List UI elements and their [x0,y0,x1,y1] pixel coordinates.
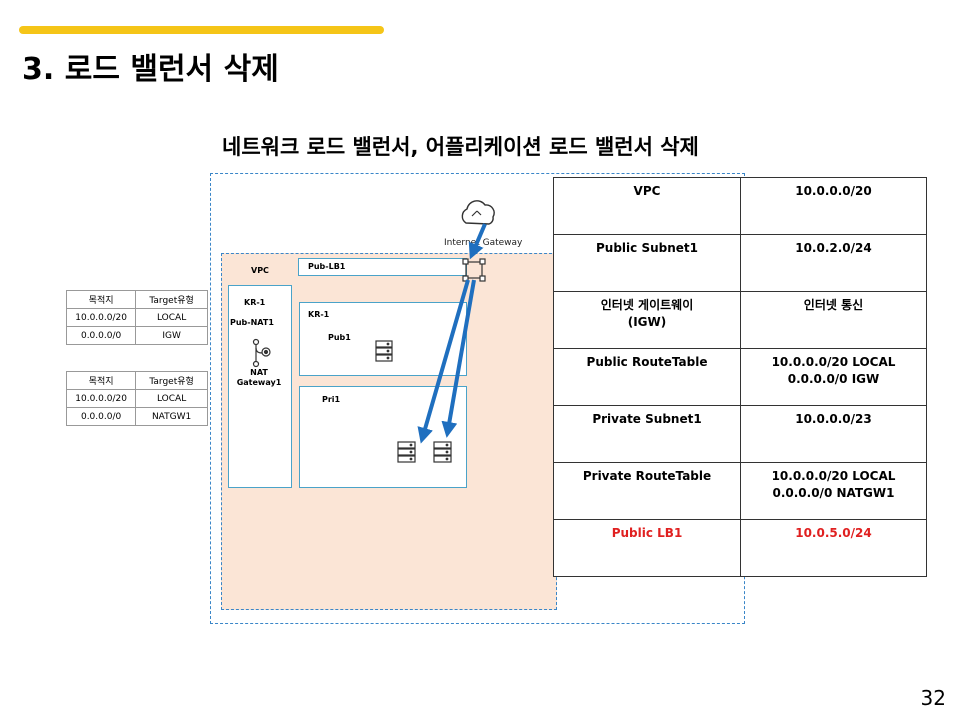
table-cell: 0.0.0.0/0 [65,407,137,426]
pub1-subnet-region-label: KR-1 [308,310,330,319]
table-row: 10.0.0.0/20 LOCAL [65,308,208,327]
page-number: 32 [920,686,946,710]
table-cell: 10.0.0.0/20 [65,389,137,408]
table-header-row: 목적지 Target유형 [65,371,208,390]
table-header-cell: 목적지 [65,290,137,309]
nat-subnet-name-label: Pub-NAT1 [230,318,274,327]
title-accent-bar [19,26,384,34]
table-cell: IGW [135,326,208,345]
vpc-label: VPC [251,266,269,275]
info-value-cell: 10.0.2.0/24 [740,234,927,292]
info-value-cell: 10.0.5.0/24 [740,519,927,577]
internet-gateway-label: Internet Gateway [444,238,523,248]
table-row: 0.0.0.0/0 NATGW1 [65,407,208,426]
nat-subnet-region-label: KR-1 [244,298,266,307]
info-key-cell: VPC [553,177,741,235]
table-row: 0.0.0.0/0 IGW [65,326,208,345]
nat-gateway-label: NAT Gateway1 [236,368,282,387]
nat-subnet-box [228,285,292,488]
public-route-table: 목적지 Target유형 10.0.0.0/20 LOCAL 0.0.0.0/0… [65,290,208,345]
table-cell: LOCAL [135,389,208,408]
table-row: 인터넷 게이트웨이 (IGW)인터넷 통신 [553,291,927,349]
info-value-cell: 10.0.0.0/23 [740,405,927,463]
info-key-cell: 인터넷 게이트웨이 (IGW) [553,291,741,349]
info-value-cell: 10.0.0.0/20 LOCAL 0.0.0.0/0 IGW [740,348,927,406]
table-cell: NATGW1 [135,407,208,426]
table-cell: 10.0.0.0/20 [65,308,137,327]
info-value-cell: 10.0.0.0/20 LOCAL 0.0.0.0/0 NATGW1 [740,462,927,520]
igw-label-background [433,236,555,252]
table-cell: 0.0.0.0/0 [65,326,137,345]
load-balancer-label: Pub-LB1 [308,262,346,271]
info-value-cell: 인터넷 통신 [740,291,927,349]
slide-subtitle: 네트워크 로드 밸런서, 어플리케이션 로드 밸런서 삭제 [222,135,699,159]
pub1-subnet-name-label: Pub1 [328,333,351,342]
info-key-cell: Public RouteTable [553,348,741,406]
table-header-cell: Target유형 [135,371,208,390]
table-cell: LOCAL [135,308,208,327]
info-key-cell: Public Subnet1 [553,234,741,292]
table-header-cell: 목적지 [65,371,137,390]
slide-title: 3. 로드 밸런서 삭제 [22,52,279,87]
table-row: 10.0.0.0/20 LOCAL [65,389,208,408]
table-header-row: 목적지 Target유형 [65,290,208,309]
info-key-cell: Public LB1 [553,519,741,577]
private-route-table: 목적지 Target유형 10.0.0.0/20 LOCAL 0.0.0.0/0… [65,371,208,426]
info-value-cell: 10.0.0.0/20 [740,177,927,235]
table-header-cell: Target유형 [135,290,208,309]
info-key-cell: Private Subnet1 [553,405,741,463]
pri1-subnet-name-label: Pri1 [322,395,341,404]
info-key-cell: Private RouteTable [553,462,741,520]
